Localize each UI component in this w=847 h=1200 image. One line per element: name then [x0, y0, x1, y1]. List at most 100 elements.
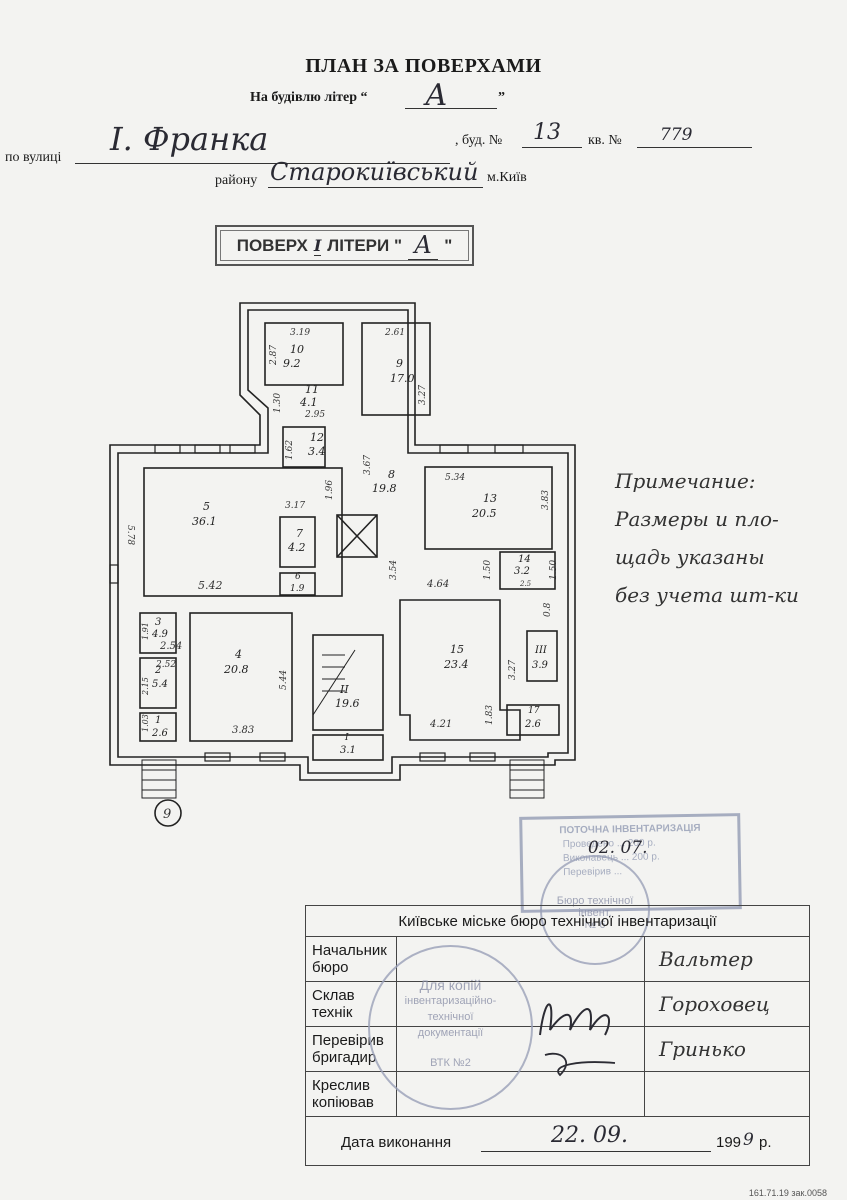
seal-line-4: документації	[417, 1027, 484, 1039]
house-underline	[522, 147, 582, 148]
district-underline	[268, 187, 483, 188]
room-13	[424, 466, 553, 550]
dim-17: 1.50	[483, 560, 493, 580]
dim-13: 3.17	[285, 501, 305, 511]
date-value: 22. 09.	[551, 1123, 628, 1148]
building-underline	[405, 108, 497, 109]
house-label: , буд. №	[455, 133, 503, 148]
room-I-area: 3.1	[340, 745, 356, 756]
dim-12: 5.78	[125, 525, 135, 545]
room-17	[506, 704, 560, 736]
plan-note: Примечание: Размеры и пло- щадь указаны …	[615, 462, 799, 614]
seal-line-2: інвентаризаційно-	[404, 995, 497, 1007]
room-15	[399, 599, 521, 741]
dim-21: 2.54	[159, 641, 182, 652]
axis-marker-circle	[154, 799, 182, 827]
room-9-num: 9	[396, 357, 403, 370]
dim-14: 5.42	[198, 579, 223, 592]
room-8-num: 8	[388, 468, 395, 481]
room-5-num: 5	[203, 500, 210, 513]
dim-30: 0.8	[543, 602, 553, 617]
room-I	[312, 734, 384, 761]
stamp-handwritten-date: 02. 07.	[588, 838, 648, 858]
room-1-area: 2.6	[151, 728, 169, 739]
building-suffix: ”	[498, 90, 505, 105]
room-15-area: 23.4	[443, 658, 469, 671]
room-7-num: 7	[296, 527, 303, 540]
room-6-num: 6	[295, 572, 301, 582]
row-name-chief: Вальтер	[644, 936, 810, 982]
room-10	[264, 322, 344, 386]
floor-value: I	[313, 235, 322, 256]
year-suffix: р.	[759, 1134, 772, 1151]
room-6	[279, 572, 316, 596]
room-11-area: 4.1	[299, 396, 318, 409]
bureau-header: Київське міське бюро технічної інвентари…	[305, 905, 810, 937]
copy-seal: Для копій інвентаризаційно- технічної до…	[368, 945, 533, 1110]
seal-line-3: технічної	[427, 1011, 474, 1023]
bureau-signature-table: Київське міське бюро технічної інвентари…	[305, 905, 810, 1166]
note-line-1: Примечание:	[615, 469, 756, 493]
dim-29: 1.83	[485, 705, 495, 725]
year-prefix: 199	[716, 1134, 742, 1151]
room-10-area: 9.2	[283, 357, 301, 370]
dim-2: 2.61	[384, 328, 405, 338]
room-2	[139, 657, 177, 709]
row-label-chief: Начальник бюро	[305, 936, 397, 982]
room-1-num: 1	[155, 715, 161, 726]
dim-8: 3.67	[363, 455, 373, 475]
apt-label: кв. №	[588, 133, 622, 148]
axis-marker-label: 9	[163, 807, 171, 822]
row-name-technician: Гороховец	[644, 981, 810, 1027]
dim-15: 3.54	[389, 560, 399, 580]
dim-18: 1.50	[549, 560, 559, 580]
dim-23: 2.15	[141, 677, 150, 696]
room-7	[279, 516, 316, 568]
date-underline	[481, 1151, 711, 1152]
room-17-area: 2.6	[524, 719, 542, 730]
room-III	[526, 630, 558, 682]
dim-25: 5.44	[279, 670, 289, 690]
building-prefix: На будівлю літер “	[250, 90, 368, 105]
room-II-area: 19.6	[335, 697, 360, 710]
room-14	[499, 551, 556, 590]
dim-22: 2.52	[155, 660, 176, 670]
dim-9: 1.96	[325, 480, 335, 500]
room-II-num: II	[339, 683, 349, 696]
dim-3: 2.87	[269, 345, 279, 366]
dim-27: 3.27	[508, 660, 518, 680]
room-15-num: 15	[450, 643, 464, 656]
floor-prefix: ПОВЕРХ	[236, 235, 308, 255]
apt-underline	[637, 147, 752, 148]
seal-line-5: ВТК №2	[430, 1057, 471, 1069]
row-label-draftsman: Креслив копіював	[305, 1071, 397, 1117]
room-5	[143, 467, 343, 597]
note-line-3: щадь указаны	[615, 545, 765, 569]
dim-11: 3.83	[541, 490, 551, 510]
room-4-num: 4	[234, 648, 242, 661]
room-7-area: 4.2	[287, 541, 306, 554]
stamp-line-1: ПОТОЧНА ІНВЕНТАРИЗАЦІЯ	[559, 822, 701, 837]
room-13-area: 20.5	[471, 507, 497, 520]
note-line-2: Размеры и пло-	[615, 507, 779, 531]
room-12	[282, 426, 326, 468]
dim-24: 1.03	[141, 714, 150, 732]
floor-stamp: ПОВЕРХ I ЛІТЕРИ " А "	[215, 225, 474, 266]
apt-value: 779	[660, 125, 693, 145]
house-value: 13	[533, 120, 561, 145]
room-I-num: I	[344, 733, 349, 743]
dim-10: 5.34	[445, 473, 465, 483]
street-label: по вулиці	[5, 150, 62, 165]
floor-letter-value: А	[408, 231, 439, 260]
note-line-4: без учета шт-ки	[615, 583, 799, 607]
row-name-foreman: Гринько	[644, 1026, 810, 1072]
room-12-area: 3.4	[308, 445, 326, 458]
dim-4: 3.27	[418, 385, 428, 405]
dim-6: 1.30	[273, 393, 283, 413]
room-III-num: III	[534, 645, 548, 656]
dim-7: 1.62	[285, 440, 295, 460]
dim-1: 3.19	[290, 328, 310, 338]
footer-code: 161.71.19 зак.0058	[748, 1188, 827, 1198]
date-label: Дата виконання	[341, 1134, 452, 1151]
room-3-area: 4.9	[151, 629, 169, 640]
